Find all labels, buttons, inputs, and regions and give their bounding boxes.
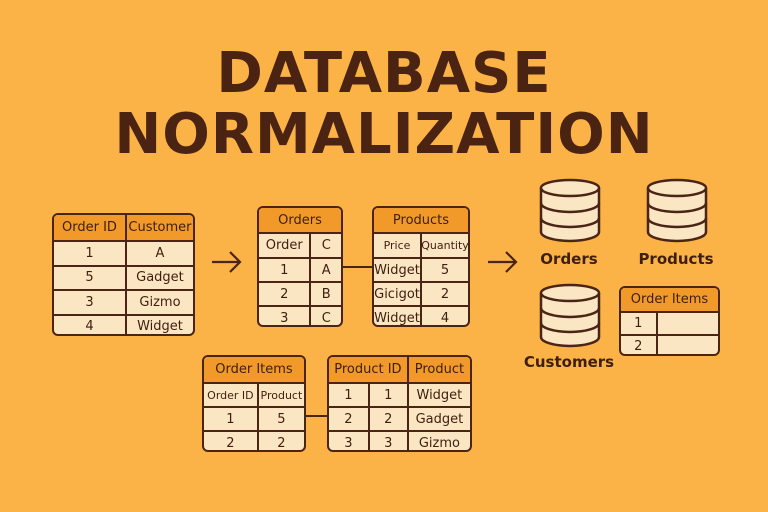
- table-cell: 5: [256, 408, 304, 430]
- table-cell: [655, 313, 718, 334]
- table-cell: 2: [226, 435, 235, 451]
- table-cell: Quantity: [420, 234, 468, 257]
- table-cell: Product: [406, 357, 470, 382]
- table-cell: 2: [634, 339, 643, 354]
- table-cell: Order Items: [621, 288, 718, 311]
- table-cell: 2: [280, 286, 289, 302]
- header-row: Price Quantity: [374, 232, 468, 257]
- title-row: Products: [374, 208, 468, 232]
- table-cell: 3: [280, 310, 289, 326]
- table-cell: 1: [367, 384, 407, 406]
- database-icon: [646, 178, 708, 243]
- table-cell: A: [309, 259, 341, 281]
- table-cell: Widget: [406, 384, 470, 406]
- table-row: 1: [621, 311, 718, 334]
- table-cell: Widget: [124, 315, 193, 334]
- table-cell: A: [124, 242, 193, 265]
- database-icon: [539, 178, 601, 243]
- header-row: Order C: [259, 232, 341, 257]
- table-cell: Gadget: [124, 266, 193, 289]
- table-cell: 1: [634, 316, 643, 331]
- table-cell: Order ID: [207, 388, 254, 402]
- table-cell: 2: [344, 411, 353, 427]
- table-cell: Order Items: [204, 357, 304, 382]
- table-cell: 1: [344, 387, 353, 403]
- database-icon: [539, 283, 601, 348]
- table-cell: 3: [85, 294, 94, 310]
- table-cell: 2: [367, 408, 407, 430]
- table-cell: Gizmo: [124, 291, 193, 314]
- table-cell: C: [309, 307, 341, 325]
- table-cell: Gadget: [406, 408, 470, 430]
- arrow-right-icon: [212, 251, 242, 273]
- table-cell: Orders: [259, 208, 341, 232]
- order-items-small-table: Order Items 1 2: [619, 286, 720, 356]
- title-line-1: DATABASE: [216, 41, 552, 106]
- table-cell: Products: [374, 208, 468, 232]
- table-cell: Widget: [374, 262, 420, 278]
- database-label-customers: Customers: [523, 353, 615, 371]
- table-row: 4 Widget: [54, 313, 193, 335]
- table-cell: Order: [265, 238, 303, 253]
- table-cell: Customer: [124, 215, 193, 240]
- title-row: Orders: [259, 208, 341, 232]
- database-label-products: Products: [638, 250, 714, 268]
- table-cell: 1: [226, 411, 235, 427]
- table-cell: Gizmo: [406, 432, 470, 450]
- table-cell: Product: [256, 384, 304, 406]
- title-row: Order Items: [621, 288, 718, 311]
- table-cell: C: [309, 234, 341, 257]
- table-cell: 4: [85, 319, 94, 335]
- database-label-orders: Orders: [540, 250, 598, 268]
- table-cell: Price: [383, 239, 411, 252]
- table-cell: 5: [420, 259, 468, 281]
- table-cell: 3: [367, 432, 407, 450]
- connector-orderitems-productids: [306, 415, 327, 417]
- title-row: Order Items: [204, 357, 304, 382]
- table-cell: 2: [256, 432, 304, 450]
- table-cell: 4: [420, 307, 468, 325]
- arrow-right-icon: [488, 251, 518, 273]
- table-cell: [655, 336, 718, 354]
- connector-orders-products: [343, 266, 372, 268]
- table-cell: Gicigot: [374, 286, 420, 302]
- title-line-2: NORMALIZATION: [114, 102, 654, 167]
- table-cell: Order ID: [54, 215, 125, 240]
- table-cell: 1: [85, 245, 94, 261]
- table-row: 3 Gizmo: [54, 289, 193, 314]
- table-cell: Widget: [374, 310, 420, 326]
- table-cell: 1: [280, 262, 289, 278]
- table-cell: B: [309, 283, 341, 305]
- table-cell: 5: [85, 270, 94, 286]
- table-cell: Product ID: [329, 357, 407, 382]
- table-cell: 3: [344, 435, 353, 451]
- table-cell: 2: [420, 283, 468, 305]
- table-row: 5 Gadget: [54, 264, 193, 289]
- table-row: 2: [621, 334, 718, 354]
